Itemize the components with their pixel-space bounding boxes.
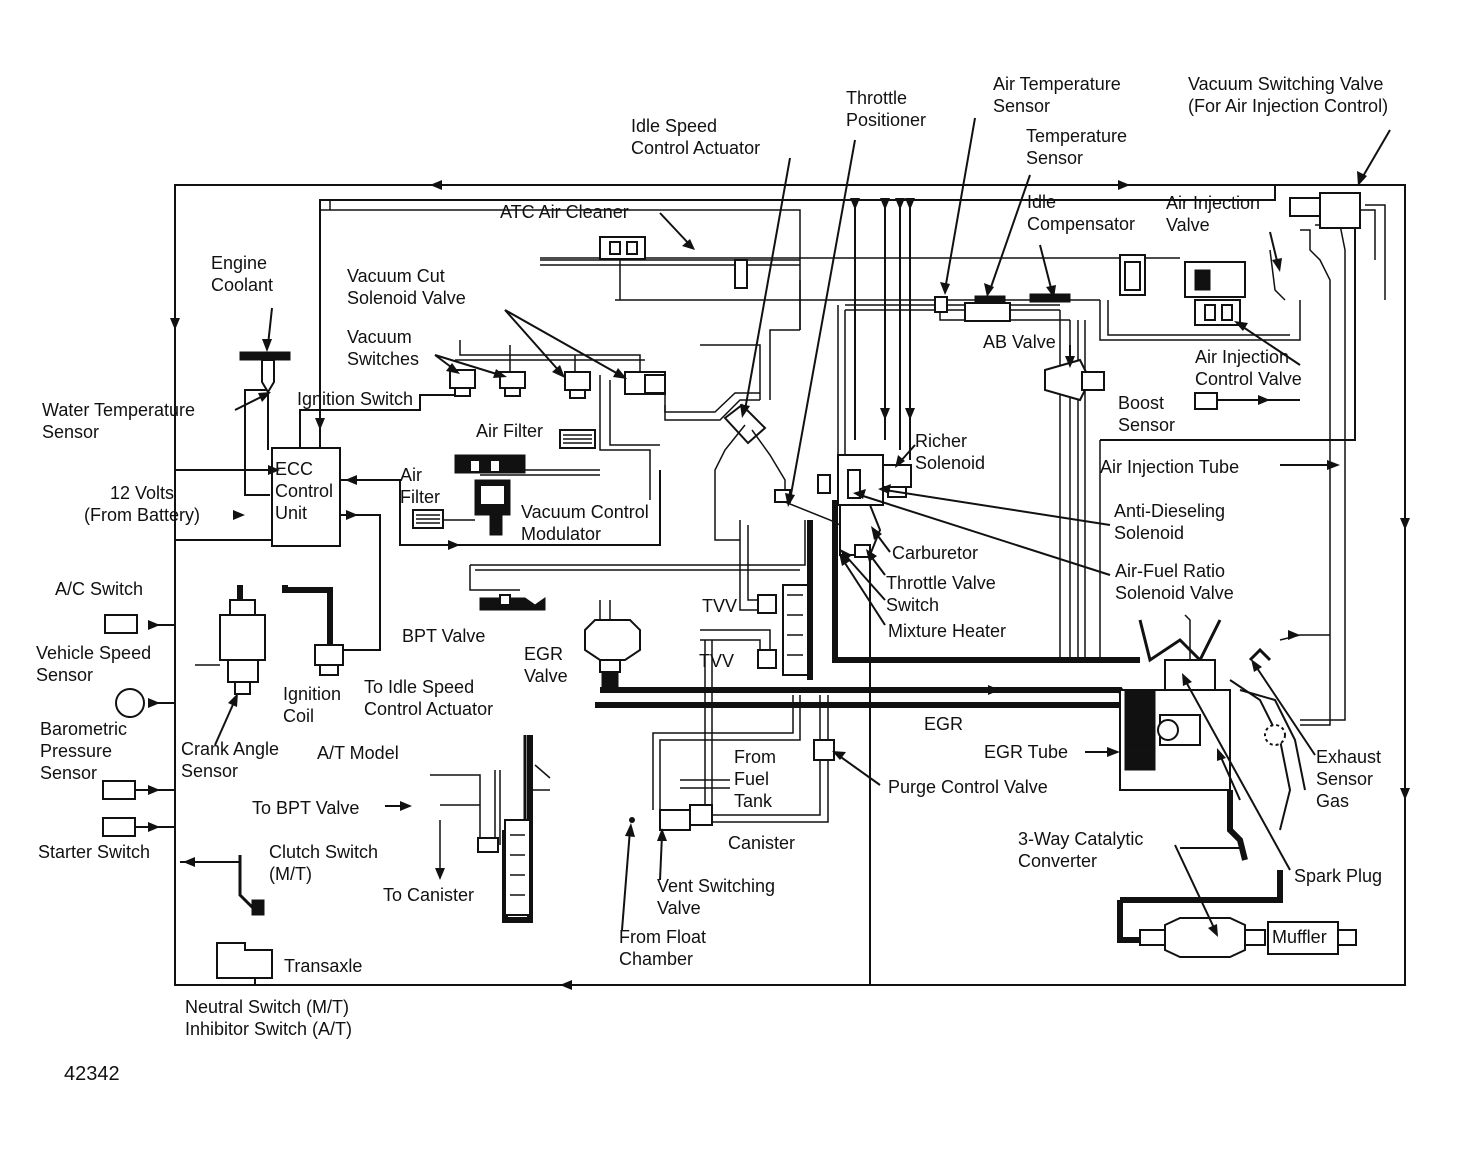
air-fuel-ratio-solenoid-valve-label: Air-Fuel Ratio Solenoid Valve: [1115, 561, 1234, 603]
atc-air-cleaner-shape: [540, 236, 1180, 301]
vacuum-switches-shape: [449, 369, 666, 399]
air-filter-left-label: Air Filter: [400, 465, 440, 507]
muffler-label: Muffler: [1272, 927, 1327, 947]
canister-shape: [629, 804, 713, 831]
air-injection-valve-label: Air Injection Valve: [1166, 193, 1261, 235]
vacuum-switching-valve-label: Vacuum Switching Valve (For Air Injectio…: [1188, 74, 1389, 116]
components: [102, 192, 1361, 979]
at-model-tank-shape: [477, 735, 551, 916]
three-way-catalytic-converter-label: 3-Way Catalytic Converter: [1018, 829, 1144, 871]
throttle-positioner-label: Throttle Positioner: [846, 88, 927, 130]
boost-sensor-shape: [1194, 392, 1218, 410]
to-idle-speed-control-actuator-label: To Idle Speed Control Actuator: [364, 677, 494, 719]
air-injection-tube-label: Air Injection Tube: [1100, 457, 1240, 477]
egr-valve-shape: [584, 619, 641, 689]
water-temperature-sensor-label: Water Temperature Sensor: [42, 400, 196, 442]
catalytic-converter-shape: [1139, 917, 1357, 958]
ecc-control-unit-label: ECC Control Unit: [275, 459, 334, 523]
from-fuel-tank-label: From Fuel Tank: [734, 747, 776, 811]
air-filter-left-shape: [412, 509, 475, 529]
to-bpt-valve-label: To BPT Valve: [252, 798, 360, 818]
vacuum-switches-label: Vacuum Switches: [347, 327, 420, 369]
ignition-coil-label: Ignition Coil: [283, 684, 342, 726]
canister-label: Canister: [728, 833, 796, 853]
egr-tube-label: EGR Tube: [984, 742, 1069, 762]
figure-number: 42342: [64, 1063, 120, 1085]
vacuum-cut-solenoid-valve-label: Vacuum Cut Solenoid Valve: [347, 266, 466, 308]
air-injection-valve-shape: [1184, 249, 1286, 326]
throttle-valve-switch-label: Throttle Valve Switch: [886, 573, 996, 615]
engine-coolant-label: Engine Coolant: [211, 253, 274, 295]
crank-angle-sensor-shape: [195, 599, 266, 695]
vacuum-control-modulator-label: Vacuum Control Modulator: [521, 502, 649, 544]
barometric-pressure-sensor-shape: [102, 780, 136, 800]
exhaust-gas-sensor-label: Exhaust Sensor Gas: [1316, 747, 1382, 811]
egr-label: EGR: [924, 714, 964, 734]
engine-cylinder-shape: [1119, 614, 1306, 831]
pointer-arrows: [148, 117, 1410, 990]
transaxle-label: Transaxle: [284, 956, 363, 976]
starter-switch-shape: [102, 817, 136, 837]
vacuum-control-modulator-shape: [454, 454, 526, 536]
ecc-control-unit-box: [271, 447, 341, 547]
neutral-inhibitor-switch-label: Neutral Switch (M/T) Inhibitor Switch (A…: [185, 997, 353, 1039]
ignition-coil-shape: [314, 644, 344, 676]
boost-sensor-label: Boost Sensor: [1118, 393, 1176, 435]
idle-speed-control-actuator-shape: [714, 403, 786, 541]
temperature-sensor-label: Temperature Sensor: [1026, 126, 1128, 168]
purge-control-valve-shape: [813, 739, 835, 761]
spark-plug-label: Spark Plug: [1294, 866, 1383, 886]
atc-air-cleaner-label: ATC Air Cleaner: [500, 202, 629, 222]
vacuum-switching-valve-shape: [1289, 192, 1361, 229]
ac-switch-shape: [104, 614, 138, 634]
ab-valve-label: AB Valve: [983, 332, 1056, 352]
twelve-volts-label: 12 Volts (From Battery): [84, 483, 201, 525]
bpt-valve-shape: [479, 594, 546, 611]
ac-switch-label: A/C Switch: [55, 579, 144, 599]
ignition-switch-label: Ignition Switch: [297, 389, 414, 409]
transaxle-shape: [216, 942, 273, 979]
carburetor-label: Carburetor: [892, 543, 979, 563]
idle-speed-control-actuator-label: Idle Speed Control Actuator: [631, 116, 761, 158]
ab-valve-shape: [1044, 358, 1105, 402]
to-canister-label: To Canister: [383, 885, 475, 905]
mixture-heater-label: Mixture Heater: [888, 621, 1007, 641]
vehicle-speed-sensor-label: Vehicle Speed Sensor: [36, 643, 152, 685]
barometric-pressure-sensor-label: Barometric Pressure Sensor: [40, 719, 128, 783]
tvv-shapes: [757, 584, 809, 676]
bpt-valve-label: BPT Valve: [402, 626, 486, 646]
air-filter-top-shape: [559, 429, 596, 449]
anti-dieseling-solenoid-label: Anti-Dieseling Solenoid: [1114, 501, 1226, 543]
carburetor-shape: [774, 454, 912, 558]
purge-control-valve-label: Purge Control Valve: [888, 777, 1048, 797]
clutch-switch-label: Clutch Switch (M/T): [269, 842, 379, 884]
from-float-chamber-label: From Float Chamber: [619, 927, 707, 969]
egr-valve-label: EGR Valve: [524, 644, 568, 686]
tvv-lower-label: TVV: [699, 651, 735, 671]
richer-solenoid-label: Richer Solenoid: [915, 431, 986, 473]
starter-switch-label: Starter Switch: [38, 842, 151, 862]
sensors-top-row: [934, 254, 1301, 341]
crank-angle-sensor-label: Crank Angle Sensor: [181, 739, 280, 781]
clutch-switch-shape: [238, 855, 257, 912]
at-model-label: A/T Model: [317, 743, 399, 763]
water-temperature-sensor-shape: [239, 351, 291, 450]
vehicle-speed-sensor-shape: [115, 688, 145, 718]
tvv-upper-label: TVV: [702, 596, 738, 616]
vent-switching-valve-label: Vent Switching Valve: [657, 876, 776, 918]
air-injection-control-valve-label: Air Injection Control Valve: [1195, 347, 1302, 389]
air-filter-top-label: Air Filter: [476, 421, 543, 441]
air-temperature-sensor-label: Air Temperature Sensor: [993, 74, 1121, 116]
idle-compensator-label: Idle Compensator: [1027, 192, 1136, 234]
muffler-shape: [1267, 921, 1339, 955]
